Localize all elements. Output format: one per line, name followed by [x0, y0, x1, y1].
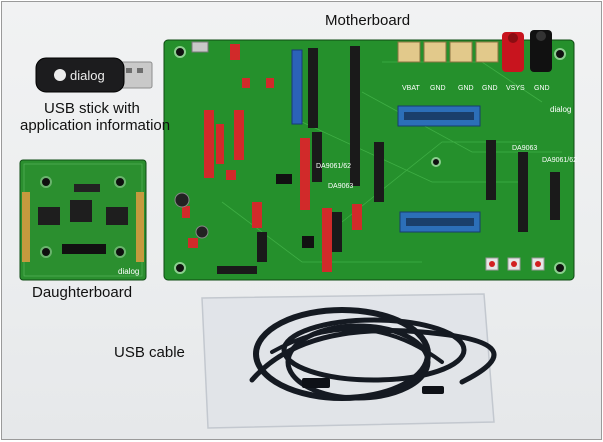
- print-vsys: VSYS: [506, 85, 525, 92]
- print-gnd-2: GND: [458, 85, 474, 92]
- print-da9063-b: DA9063: [512, 145, 537, 152]
- usb-cable-bag: [201, 293, 497, 429]
- daughter-logo-text: dialog: [118, 267, 139, 276]
- label-usb-stick-line1: USB stick with: [44, 100, 140, 117]
- label-daughterboard: Daughterboard: [32, 284, 133, 301]
- print-da9061-right: DA9061/62: [542, 157, 577, 164]
- print-da9063-a: DA9063: [328, 183, 353, 190]
- board-logo-text: dialog: [550, 105, 571, 114]
- daughterboard: dialog: [19, 159, 147, 281]
- print-gnd-3: GND: [482, 85, 498, 92]
- print-gnd-1: GND: [430, 85, 446, 92]
- banana-jacks: [502, 30, 552, 72]
- label-usb-cable: USB cable: [114, 344, 185, 361]
- print-vbat: VBAT: [402, 85, 420, 92]
- label-motherboard: Motherboard: [325, 12, 411, 29]
- dialog-logo-icon: [54, 69, 66, 81]
- print-da9061: DA9061/62: [316, 163, 351, 170]
- ribbon-connectors: [397, 105, 481, 233]
- stick-logo-text: dialog: [70, 68, 105, 83]
- usb-stick: dialog: [35, 57, 153, 93]
- label-usb-stick-line2: application information: [20, 117, 171, 134]
- motherboard: VBAT GND GND GND VSYS GND DA9061/62 DA90…: [163, 30, 577, 281]
- print-gnd-4: GND: [534, 85, 550, 92]
